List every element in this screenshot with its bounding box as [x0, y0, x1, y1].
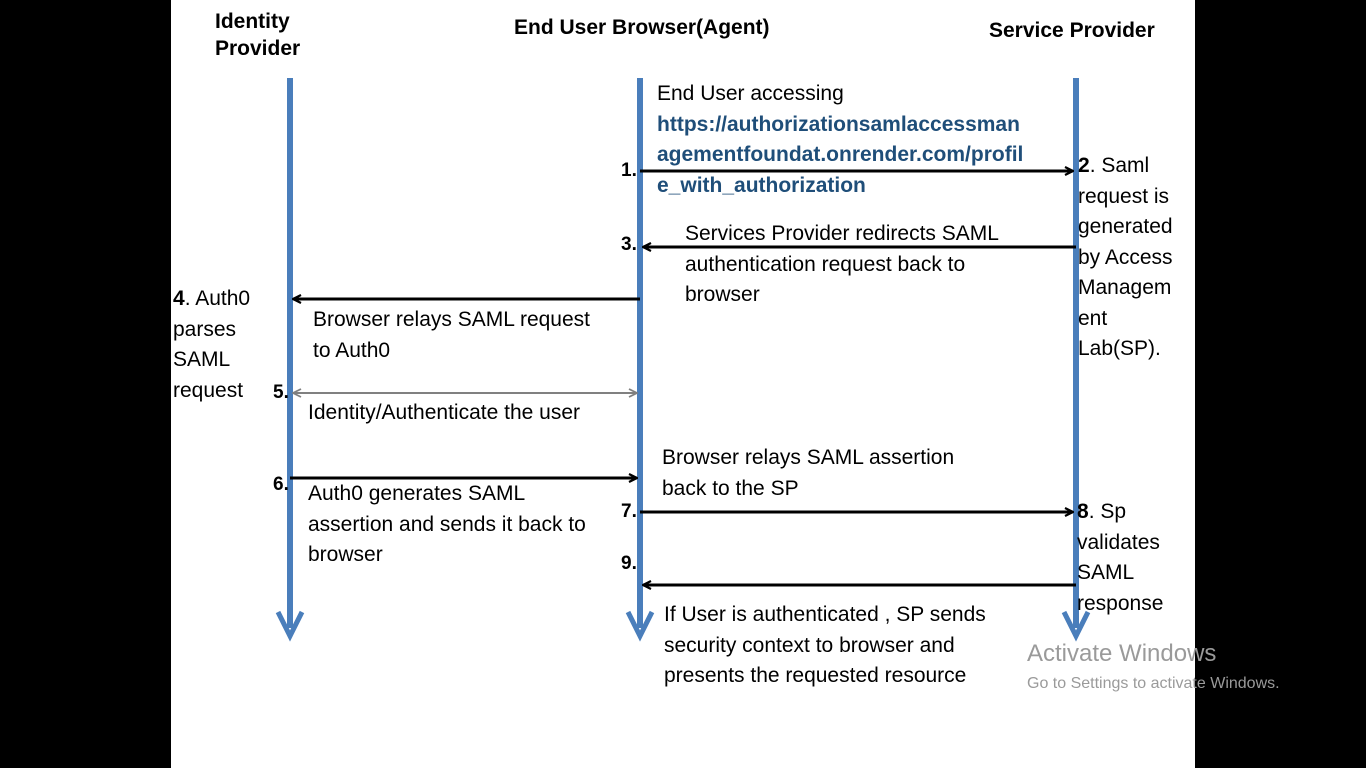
message-step-2-line7: Lab(SP). — [1078, 337, 1161, 360]
message-step-1-text: End User accessing — [657, 82, 844, 105]
message-browser-relays-request-line2: to Auth0 — [313, 338, 391, 362]
url-link-line3[interactable]: e_with_authorization — [657, 173, 866, 197]
message-step-2-line1: . Saml — [1089, 154, 1150, 177]
message-step-2-line5: Managem — [1078, 276, 1172, 299]
lifeline-service-provider — [1061, 78, 1091, 642]
step-number-2: 2 — [1078, 154, 1090, 177]
activation-watermark-subtitle: Go to Settings to activate Windows. — [1027, 675, 1280, 692]
message-browser-relays-request: Browser relays SAML request to Auth0 — [313, 305, 590, 366]
message-step-6: Auth0 generates SAML assertion and sends… — [308, 479, 586, 571]
lane-title-browser: End User Browser(Agent) — [514, 16, 770, 39]
message-step-4-line1: . Auth0 — [184, 287, 251, 310]
step-number-5: 5. — [273, 382, 289, 403]
url-link-line2[interactable]: agementfoundat.onrender.com/profil — [657, 143, 1024, 166]
message-step-8-line4: response — [1077, 591, 1164, 615]
message-step-8-line1: . Sp — [1088, 500, 1127, 523]
message-step-4-line2: parses — [173, 317, 237, 341]
message-step-9-line1: If User is authenticated , SP sends — [664, 603, 986, 626]
message-browser-relays-request-line1: Browser relays SAML request — [313, 308, 590, 331]
message-step-6-line2: assertion and sends it back to — [308, 512, 586, 536]
step-number-3: 3. — [621, 234, 637, 255]
step-number-4: 4 — [173, 287, 185, 310]
message-step-4-line3: SAML — [173, 348, 231, 371]
lane-title-identity-provider-line1: Identity — [215, 10, 290, 33]
lane-title-identity-provider: Identity Provider — [215, 8, 300, 62]
message-step-6-line3: browser — [308, 543, 383, 566]
message-step-4-line4: request — [173, 378, 244, 402]
url-link-line1[interactable]: https://authorizationsamlaccessman — [657, 112, 1020, 136]
message-step-3: Services Provider redirects SAML authent… — [685, 219, 999, 311]
message-step-9-line2: security context to browser and — [664, 633, 955, 657]
message-step-2-line4: by Access — [1078, 245, 1173, 269]
message-step-2-line3: generated — [1078, 215, 1173, 238]
step-number-9: 9. — [621, 553, 637, 574]
message-step-3-line3: browser — [685, 283, 760, 306]
slide — [171, 0, 1195, 768]
message-step-3-line1: Services Provider redirects SAML — [685, 222, 999, 245]
step-number-7: 7. — [621, 501, 637, 522]
message-step-1: End User accessing https://authorization… — [657, 79, 1023, 201]
message-step-9-line3: presents the requested resource — [664, 664, 967, 687]
step-number-6: 6. — [273, 474, 289, 495]
message-step-8-line3: SAML — [1077, 561, 1135, 584]
message-step-7-line2: back to the SP — [662, 476, 799, 500]
message-step-2-line6: ent — [1078, 306, 1108, 330]
message-step-3-line2: authentication request back to — [685, 252, 966, 276]
message-step-5: Identity/Authenticate the user — [308, 401, 581, 424]
message-step-6-line1: Auth0 generates SAML — [308, 482, 526, 505]
lifeline-identity-provider — [275, 78, 305, 642]
message-step-8-line2: validates — [1077, 530, 1160, 554]
message-step-2: 2. Saml request is generated by Access M… — [1078, 151, 1173, 365]
message-step-7-line1: Browser relays SAML assertion — [662, 446, 955, 469]
message-step-7: Browser relays SAML assertion back to th… — [662, 443, 954, 504]
message-step-4: 4. Auth0 parses SAML request — [173, 284, 250, 406]
message-step-2-line2: request is — [1078, 184, 1170, 208]
lane-title-service-provider: Service Provider — [989, 19, 1155, 42]
message-step-8: 8. Sp validates SAML response — [1077, 497, 1163, 619]
activation-watermark-title: Activate Windows — [1027, 640, 1217, 667]
step-number-1: 1. — [621, 160, 637, 181]
step-number-8: 8 — [1077, 500, 1089, 523]
message-step-9: If User is authenticated , SP sends secu… — [664, 600, 986, 692]
lane-title-identity-provider-line2: Provider — [215, 37, 301, 60]
